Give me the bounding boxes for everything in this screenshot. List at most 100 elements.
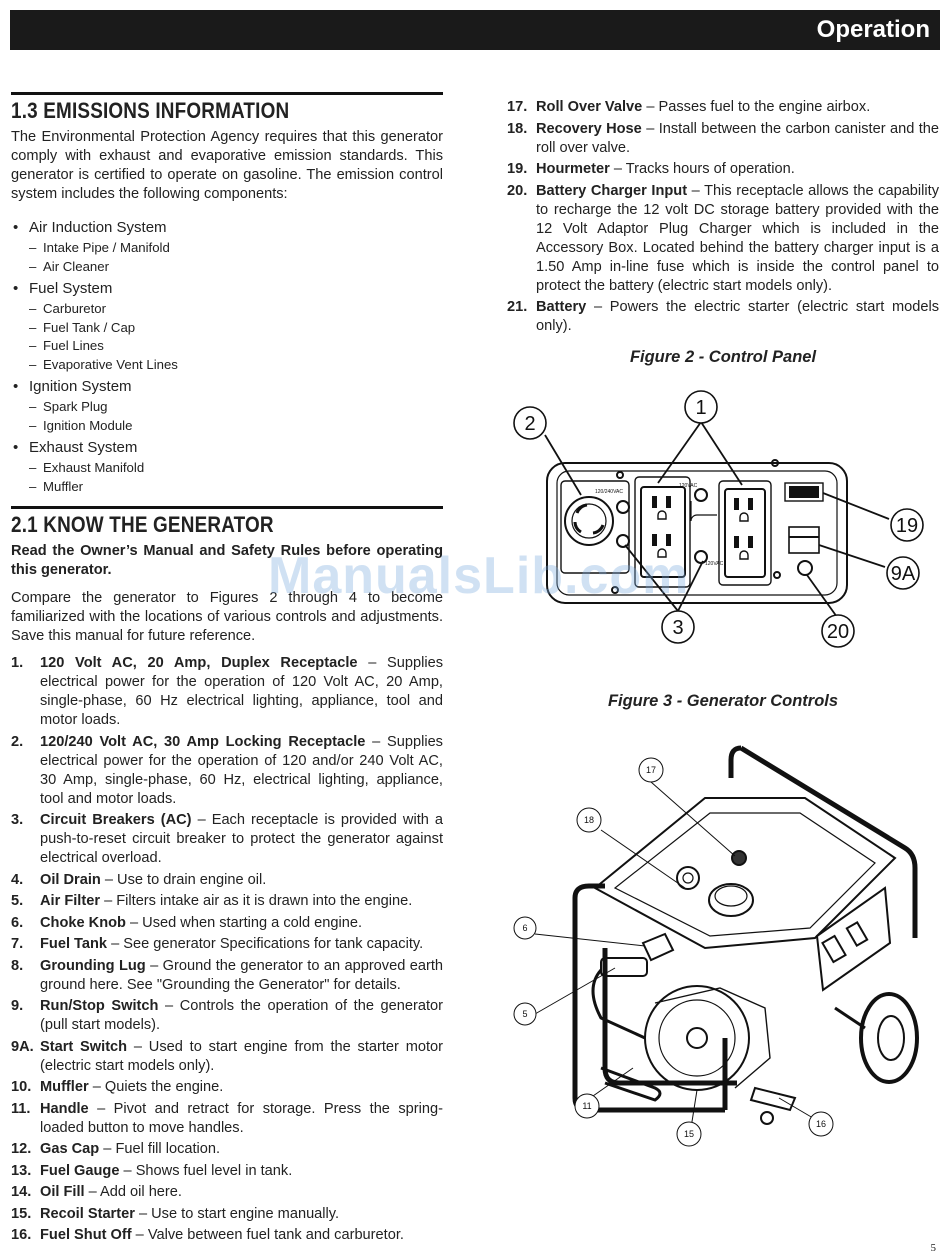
item-number: 13.: [11, 1162, 32, 1179]
item-term: Handle: [40, 1100, 89, 1117]
item-description: – Used to start engine from the starter …: [40, 1038, 443, 1074]
item-term: Battery: [536, 299, 587, 315]
emission-part-item: –Air Cleaner: [29, 258, 443, 277]
component-item: 11.Handle – Pivot and retract for storag…: [11, 1100, 443, 1138]
hourmeter-icon: [784, 482, 824, 502]
emission-part-label: Ignition Module: [43, 417, 133, 433]
item-term: Roll Over Valve: [536, 99, 643, 115]
emission-system-item: •Air Induction System–Intake Pipe / Mani…: [11, 218, 443, 276]
emission-part-label: Fuel Tank / Cap: [43, 319, 136, 335]
left-column: 1.3 EMISSIONS INFORMATION The Environmen…: [11, 92, 443, 1248]
component-item: 1.120 Volt AC, 20 Amp, Duplex Receptacle…: [11, 654, 443, 730]
item-number: 8.: [11, 957, 24, 974]
item-description: – Each receptacle is provided with a pus…: [40, 812, 443, 866]
callout-2: 2: [524, 413, 535, 435]
emission-parts-list: –Exhaust Manifold –Muffler: [29, 459, 443, 496]
item-description: – Fuel fill location.: [99, 1141, 221, 1157]
emission-system-item: •Ignition System–Spark Plug–Ignition Mod…: [11, 377, 443, 435]
safety-notice: Read the Owner’s Manual and Safety Rules…: [11, 543, 443, 578]
callout-19: 19: [896, 515, 918, 537]
start-switch-icon: [788, 526, 820, 554]
item-term: Oil Fill: [40, 1184, 85, 1200]
item-number: 6.: [11, 914, 24, 931]
item-description: – This receptacle allows the capability …: [536, 182, 940, 294]
item-number: 7.: [11, 936, 24, 952]
item-number: 5.: [11, 893, 24, 909]
component-item: 8.Grounding Lug – Ground the generator t…: [11, 957, 443, 995]
component-item: 18.Recovery Hose – Install between the c…: [507, 120, 939, 158]
component-item: 9A. Start Switch – Used to start engine f…: [11, 1038, 443, 1076]
figure2-caption: Figure 2 - Control Panel: [629, 348, 817, 366]
component-item: 16.Fuel Shut Off – Valve between fuel ta…: [11, 1226, 443, 1245]
dash-icon: –: [29, 338, 37, 353]
item-number: 20.: [507, 182, 528, 199]
component-list-right: 17.Roll Over Valve – Passes fuel to the …: [507, 98, 939, 336]
callout-3: 3: [672, 617, 683, 639]
callout-20: 20: [827, 621, 849, 643]
callout-9a: 9A: [891, 563, 916, 585]
emission-parts-list: –Carburetor–Fuel Tank / Cap–Fuel Lines–E…: [29, 300, 443, 374]
item-description: – Ground the generator to an approved ea…: [40, 957, 443, 993]
choke-knob-icon: [641, 932, 675, 962]
item-number: 16.: [11, 1227, 32, 1243]
bullet-icon: •: [13, 439, 19, 456]
item-number: 11.: [11, 1100, 31, 1117]
item-term: Oil Drain: [40, 871, 101, 888]
callout-11: 11: [582, 1101, 591, 1111]
emission-part-item: –Spark Plug: [29, 398, 443, 417]
callout-6: 6: [522, 923, 527, 933]
emission-parts-list: –Spark Plug–Ignition Module: [29, 398, 443, 435]
emission-part-label: Fuel Lines: [43, 338, 104, 353]
fuel-tank-shape: [593, 797, 897, 950]
emissions-intro: The Environmental Protection Agency requ…: [11, 129, 443, 202]
header-bar: Operation: [10, 10, 940, 50]
emission-part-item: –Muffler: [29, 478, 443, 497]
item-term: Start Switch: [40, 1038, 128, 1055]
handle-shape: [600, 1066, 662, 1102]
item-description: – Filters intake air as it is drawn into…: [100, 893, 413, 909]
item-term: Fuel Tank: [40, 936, 108, 952]
item-term: Muffler: [40, 1079, 89, 1095]
item-description: – Controls the operation of the generato…: [40, 998, 443, 1033]
item-description: – Add oil here.: [84, 1184, 182, 1200]
dash-icon: –: [29, 258, 37, 274]
dash-icon: –: [29, 478, 37, 494]
item-number: 19.: [507, 161, 528, 177]
item-number: 3.: [11, 812, 24, 828]
dash-icon: –: [29, 399, 37, 414]
item-term: Circuit Breakers (AC): [40, 812, 192, 828]
item-number: 12.: [11, 1141, 32, 1157]
gas-cap-icon: [708, 883, 754, 917]
item-number: 18.: [507, 120, 528, 137]
item-number: 14.: [11, 1184, 32, 1200]
emission-part-item: –Intake Pipe / Manifold: [29, 239, 443, 258]
section-title-emissions: 1.3 EMISSIONS INFORMATION: [11, 98, 290, 123]
item-description: – Shows fuel level in tank.: [119, 1162, 293, 1179]
figure3-caption: Figure 3 - Generator Controls: [607, 692, 839, 710]
emission-system-item: •Exhaust System–Exhaust Manifold–Muffler: [11, 438, 443, 496]
item-number: 9A.: [11, 1038, 34, 1055]
component-item: 21.Battery – Powers the electric starter…: [507, 298, 939, 336]
roll-over-valve-icon: [731, 850, 747, 866]
wheel-icon: [859, 992, 919, 1084]
emission-part-label: Exhaust Manifold: [43, 460, 145, 475]
emission-part-label: Air Cleaner: [43, 258, 109, 274]
emission-part-label: Muffler: [43, 478, 84, 494]
component-item: 9.Run/Stop Switch – Controls the operati…: [11, 997, 443, 1035]
callout-16: 16: [816, 1119, 826, 1129]
emission-parts-list: –Intake Pipe / Manifold–Air Cleaner: [29, 239, 443, 276]
component-item: 2.120/240 Volt AC, 30 Amp Locking Recept…: [11, 733, 443, 809]
panel-label-duplex-bottom: 120VAC: [705, 561, 724, 567]
header-title: Operation: [816, 16, 930, 43]
emission-part-label: Spark Plug: [43, 399, 108, 414]
component-item: 3. Circuit Breakers (AC) – Each receptacl…: [11, 811, 443, 868]
component-item: 10.Muffler – Quiets the engine.: [11, 1078, 443, 1097]
item-description: – Use to drain engine oil.: [100, 871, 267, 888]
item-term: 120 Volt AC, 20 Amp, Duplex Receptacle: [40, 655, 358, 671]
emission-system-label: Fuel System: [29, 280, 113, 297]
item-number: 15.: [11, 1205, 32, 1222]
item-number: 9.: [11, 998, 24, 1014]
item-term: Recovery Hose: [536, 120, 642, 137]
emission-part-label: Evaporative Vent Lines: [43, 356, 178, 372]
dash-icon: –: [29, 240, 37, 255]
